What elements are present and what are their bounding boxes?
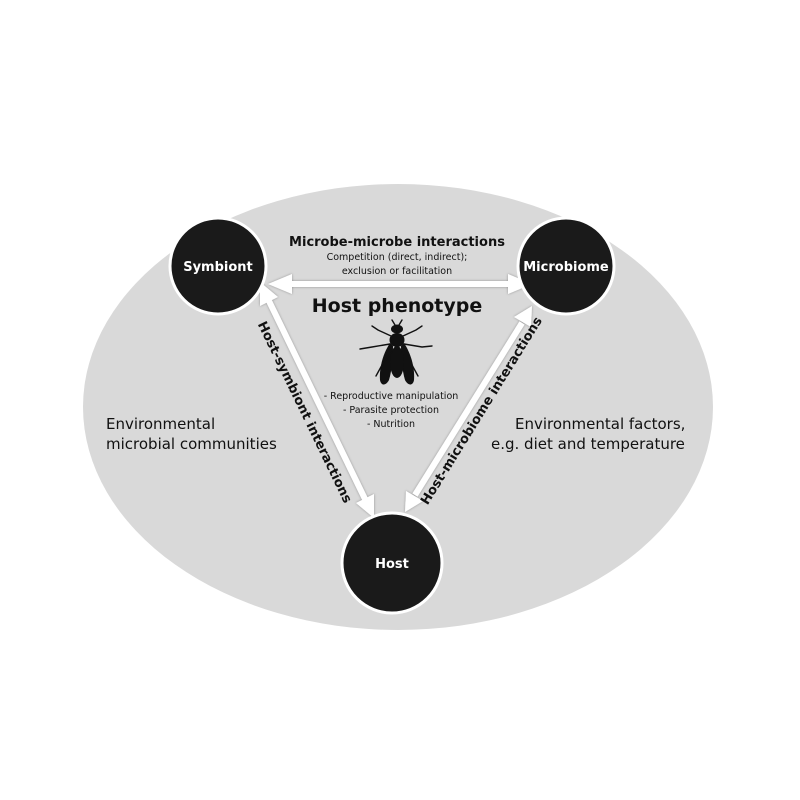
phenotype-item-3: - Nutrition <box>367 419 415 430</box>
host-node: Host <box>340 511 444 615</box>
arrow-symbiont-host <box>260 282 374 518</box>
env-right-line-1: Environmental factors, <box>515 415 685 433</box>
phenotype-item-2: - Parasite protection <box>343 405 439 416</box>
host-label: Host <box>375 557 409 572</box>
microbiome-label: Microbiome <box>523 260 609 275</box>
arrow-microbiome-host <box>405 306 532 512</box>
env-left-line-2: microbial communities <box>106 435 277 453</box>
microbiome-node: Microbiome <box>516 216 616 316</box>
symbiont-node: Symbiont <box>168 216 268 316</box>
env-right-line-2: e.g. diet and temperature <box>491 435 685 453</box>
microbe-microbe-label: Microbe-microbe interactions <box>289 235 505 250</box>
symbiont-label: Symbiont <box>183 260 253 275</box>
host-phenotype-title: Host phenotype <box>312 295 483 317</box>
phenotype-item-1: - Reproductive manipulation <box>324 391 459 402</box>
microbe-microbe-detail-1: Competition (direct, indirect); <box>327 252 468 263</box>
microbe-microbe-detail-2: exclusion or facilitation <box>342 266 452 277</box>
fly-icon <box>359 319 433 385</box>
env-left-line-1: Environmental <box>106 415 215 433</box>
